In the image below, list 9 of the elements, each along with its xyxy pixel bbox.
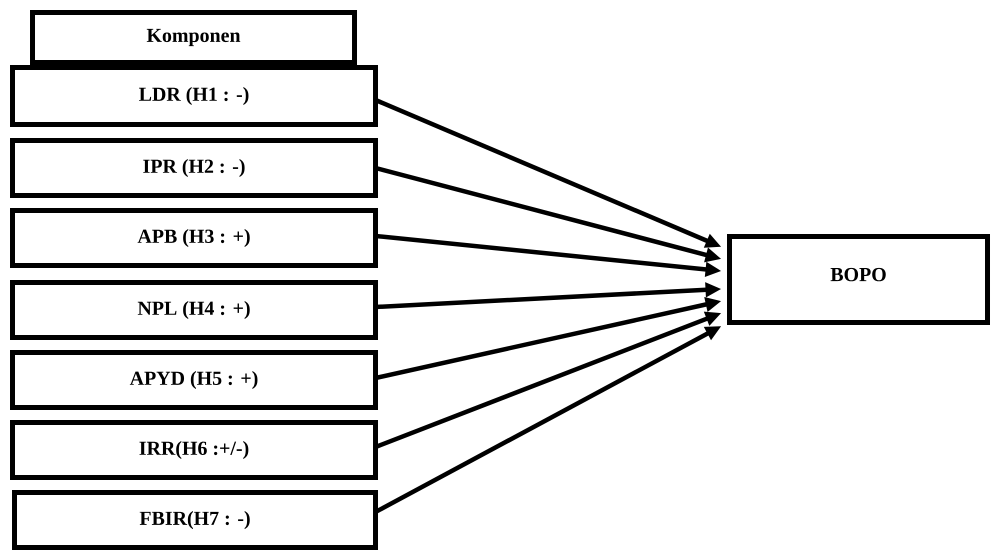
header-box: Komponen: [30, 10, 357, 65]
component-box: IRR(H6 :+/-): [10, 420, 378, 480]
component-box: FBIR(H7 : -): [12, 490, 378, 550]
component-box: IPR (H2 : -): [10, 138, 378, 198]
target-box: BOPO: [727, 234, 990, 325]
component-box: NPL (H4 : +): [10, 280, 378, 340]
component-box: APB (H3 : +): [10, 208, 378, 268]
component-box: LDR (H1 : -): [10, 65, 378, 127]
component-box: APYD (H5 : +): [10, 350, 378, 410]
